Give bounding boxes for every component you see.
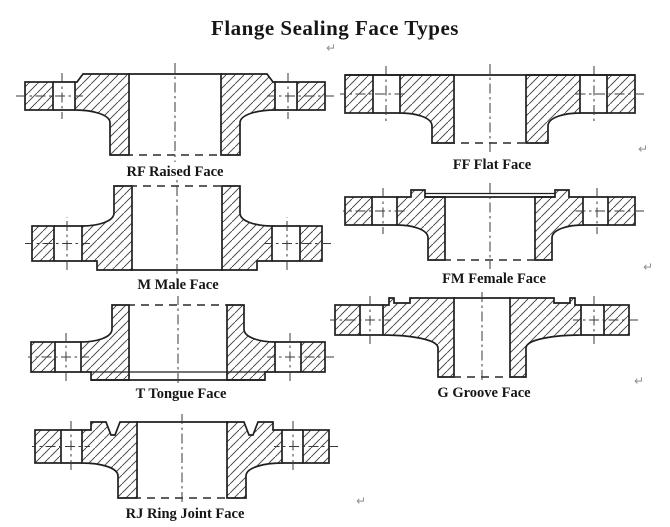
page-title: Flange Sealing Face Types bbox=[211, 16, 459, 40]
t-tongue-face-drawing bbox=[28, 296, 334, 383]
caption-m: M Male Face bbox=[137, 277, 219, 293]
rf-raised-face-drawing bbox=[16, 63, 334, 162]
caption-ff: FF Flat Face bbox=[452, 157, 532, 173]
caption-rj: RJ Ring Joint Face bbox=[125, 506, 245, 522]
paragraph-return-mark: ↵ bbox=[643, 260, 654, 274]
m-male-face-drawing bbox=[25, 178, 331, 274]
paragraph-return-mark: ↵ bbox=[326, 41, 337, 55]
fm-female-face-drawing bbox=[343, 183, 644, 269]
g-groove-face-drawing bbox=[330, 292, 638, 383]
figure-fm-female-face: FM Female Face bbox=[343, 181, 645, 288]
figure-ff-flat-face: FF Flat Face bbox=[340, 59, 644, 174]
figure-rj-ring-joint-face: RJ Ring Joint Face bbox=[32, 412, 338, 523]
caption-fm: FM Female Face bbox=[442, 271, 546, 287]
ff-flat-face-drawing bbox=[340, 64, 644, 152]
caption-t: T Tongue Face bbox=[135, 386, 227, 402]
figure-t-tongue-face: T Tongue Face bbox=[28, 293, 334, 403]
figure-rf-raised-face: RF Raised Face bbox=[10, 57, 340, 181]
caption-rf: RF Raised Face bbox=[126, 164, 224, 180]
paragraph-return-mark: ↵ bbox=[638, 142, 649, 156]
rj-ring-joint-face-drawing bbox=[32, 414, 338, 504]
figure-g-groove-face: G Groove Face bbox=[330, 290, 638, 402]
paragraph-return-mark: ↵ bbox=[356, 494, 367, 508]
caption-g: G Groove Face bbox=[437, 385, 531, 401]
figure-m-male-face: M Male Face bbox=[25, 177, 331, 294]
paragraph-return-mark: ↵ bbox=[634, 374, 645, 388]
